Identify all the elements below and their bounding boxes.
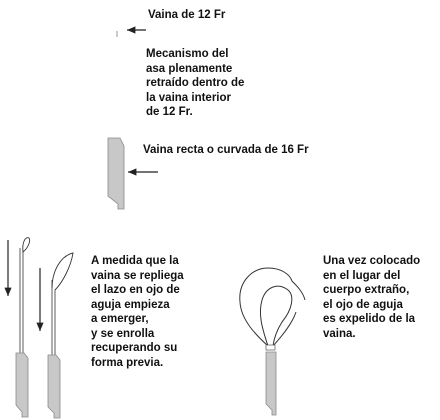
label-sheath-16fr: Vaina recta o curvada de 16 Fr [143,144,309,156]
label-retracting: A medida que la vaina se repliega el laz… [91,255,184,369]
snare-emerging-small [15,237,31,418]
label-expelled: Una vez colocado en el lugar del cuerpo … [323,255,421,340]
snare-expelled [239,267,306,416]
label-sheath-12fr: Vaina de 12 Fr [148,9,226,21]
label-retracted-mechanism: Mecanismo del asa plenamente retraído de… [146,48,245,118]
snare-emerging-large [47,252,74,419]
sheath-16fr [107,137,125,210]
